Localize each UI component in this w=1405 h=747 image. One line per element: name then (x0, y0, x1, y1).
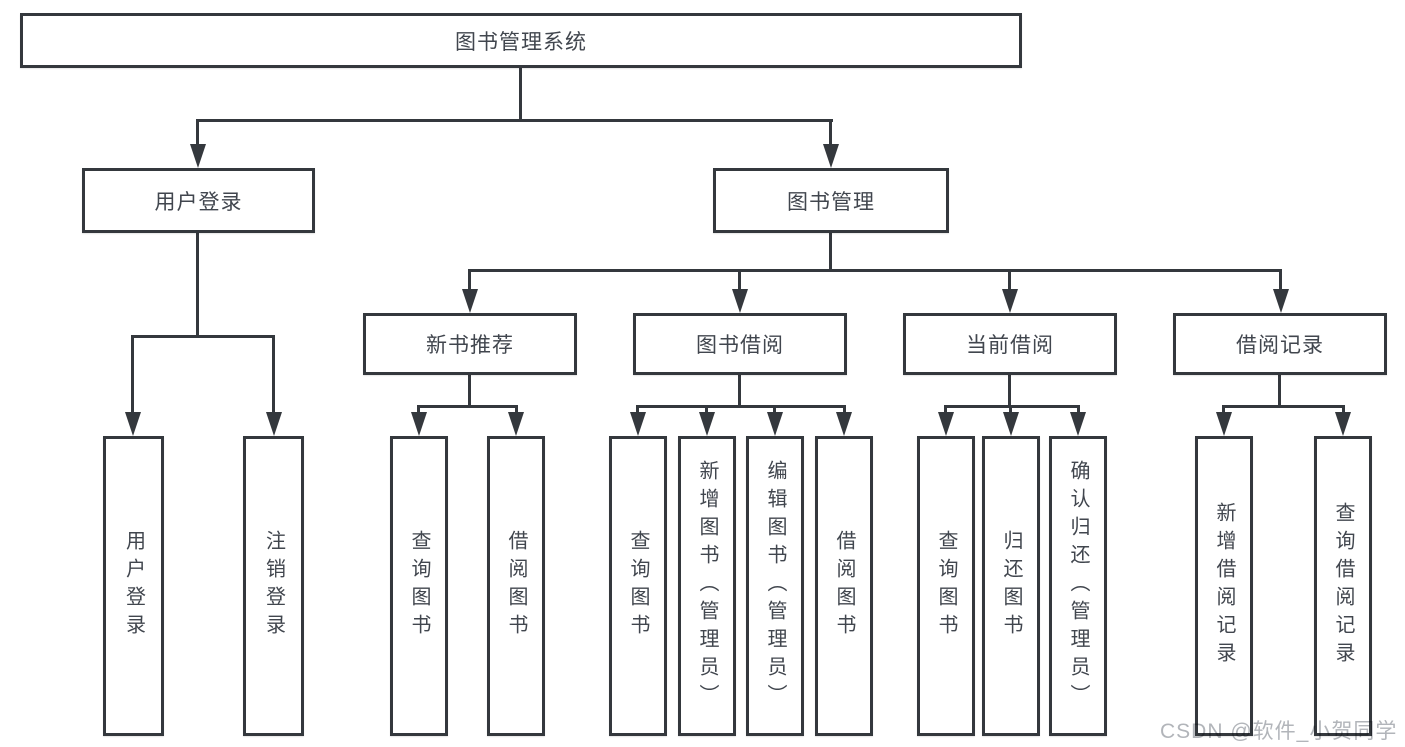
arrow-down-icon (1216, 412, 1232, 436)
connector-bar (944, 405, 1080, 408)
leaf-return-books: 归还图书 (982, 436, 1040, 736)
arrow-down-icon (1335, 412, 1351, 436)
leaf-label: 编辑图书（管理员） (764, 460, 786, 712)
node-user-login: 用户登录 (82, 168, 315, 233)
leaf-label: 借阅图书 (833, 530, 855, 642)
connector-stem (829, 233, 832, 271)
connector-stem (944, 405, 947, 415)
arrow-down-icon (1002, 289, 1018, 313)
arrow-down-icon (938, 412, 954, 436)
arrow-down-icon (508, 412, 524, 436)
connector-stem (131, 335, 134, 414)
node-book-management: 图书管理 (713, 168, 949, 233)
connector-stem (773, 405, 776, 415)
leaf-add-borrow-record: 新增借阅记录 (1195, 436, 1253, 736)
leaf-label: 查询图书 (627, 530, 649, 642)
leaf-label: 查询图书 (408, 530, 430, 642)
csdn-watermark: CSDN @软件_小贺同学 (1160, 720, 1398, 743)
leaf-label: 确认归还（管理员） (1067, 460, 1089, 712)
arrow-down-icon (836, 412, 852, 436)
arrow-down-icon (732, 289, 748, 313)
node-current-borrow: 当前借阅 (903, 313, 1117, 375)
node-label: 用户登录 (154, 190, 243, 214)
leaf-edit-books-admin: 编辑图书（管理员） (746, 436, 804, 736)
connector-stem (1279, 269, 1282, 291)
connector-stem (1009, 405, 1012, 415)
leaf-confirm-return-admin: 确认归还（管理员） (1049, 436, 1107, 736)
connector-stem (196, 233, 199, 337)
connector-stem (738, 269, 741, 291)
connector-stem (417, 405, 420, 415)
node-label: 借阅记录 (1236, 334, 1324, 357)
connector-bar (636, 405, 846, 408)
connector-stem (1077, 405, 1080, 415)
leaf-label: 查询图书 (935, 530, 957, 642)
arrow-down-icon (630, 412, 646, 436)
connector-stem (468, 269, 471, 291)
arrow-down-icon (125, 412, 141, 436)
leaf-label: 用户登录 (122, 530, 145, 642)
arrow-down-icon (823, 144, 839, 168)
arrow-down-icon (767, 412, 783, 436)
leaf-logout: 注销登录 (243, 436, 304, 736)
leaf-borrow-books-recommend: 借阅图书 (487, 436, 545, 736)
connector-bar (131, 335, 275, 338)
node-label: 图书管理系统 (455, 30, 587, 54)
connector-stem (829, 119, 832, 147)
leaf-add-books-admin: 新增图书（管理员） (678, 436, 736, 736)
arrow-down-icon (1003, 412, 1019, 436)
connector-stem (1278, 375, 1281, 407)
connector-stem (1342, 405, 1345, 415)
connector-bar (417, 405, 518, 408)
connector-stem (636, 405, 639, 415)
connector-stem (738, 375, 741, 407)
connector-stem (705, 405, 708, 415)
connector-bar (468, 269, 1282, 272)
leaf-label: 新增借阅记录 (1213, 502, 1235, 670)
arrow-down-icon (1273, 289, 1289, 313)
connector-stem (1008, 269, 1011, 291)
connector-stem (1222, 405, 1225, 415)
node-label: 当前借阅 (966, 334, 1054, 357)
arrow-down-icon (462, 289, 478, 313)
leaf-user-login: 用户登录 (103, 436, 164, 736)
connector-bar (1222, 405, 1345, 408)
arrow-down-icon (699, 412, 715, 436)
connector-root-bar (196, 119, 833, 122)
leaf-query-borrow-record: 查询借阅记录 (1314, 436, 1372, 736)
connector-root-stem (519, 68, 522, 121)
leaf-query-books-borrow: 查询图书 (609, 436, 667, 736)
node-new-book-recommend: 新书推荐 (363, 313, 577, 375)
connector-stem (196, 119, 199, 147)
leaf-query-books-current: 查询图书 (917, 436, 975, 736)
node-book-borrow: 图书借阅 (633, 313, 847, 375)
connector-stem (1008, 375, 1011, 407)
leaf-label: 查询借阅记录 (1332, 502, 1354, 670)
leaf-label: 注销登录 (262, 530, 285, 642)
connector-stem (515, 405, 518, 415)
leaf-label: 归还图书 (1000, 530, 1022, 642)
leaf-label: 新增图书（管理员） (696, 460, 718, 712)
arrow-down-icon (190, 144, 206, 168)
connector-stem (272, 335, 275, 414)
node-label: 图书借阅 (696, 334, 784, 357)
connector-stem (843, 405, 846, 415)
arrow-down-icon (1070, 412, 1086, 436)
node-label: 新书推荐 (426, 334, 514, 357)
node-label: 图书管理 (787, 190, 875, 214)
node-library-management-system: 图书管理系统 (20, 13, 1022, 68)
arrow-down-icon (266, 412, 282, 436)
node-borrow-records: 借阅记录 (1173, 313, 1387, 375)
leaf-label: 借阅图书 (505, 530, 527, 642)
arrow-down-icon (411, 412, 427, 436)
leaf-query-books-recommend: 查询图书 (390, 436, 448, 736)
connector-stem (468, 375, 471, 407)
leaf-borrow-books: 借阅图书 (815, 436, 873, 736)
